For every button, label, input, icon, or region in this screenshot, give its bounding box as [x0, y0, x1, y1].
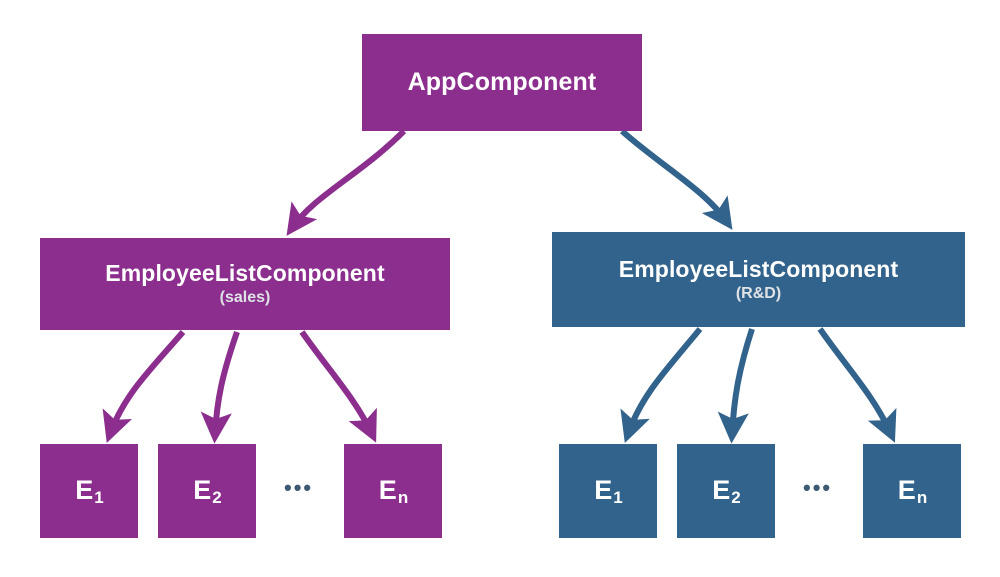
employee-subscript: n [916, 488, 928, 508]
employee-subscript: 1 [613, 488, 623, 508]
node-app-component-label: AppComponent [407, 67, 597, 96]
employee-base: E [712, 475, 731, 506]
employee-base: E [75, 475, 94, 506]
edge-app-to-rd [620, 128, 733, 230]
node-employee-rd-1[interactable]: E1 [559, 444, 657, 538]
employee-base: E [594, 475, 613, 506]
node-employee-sales-1-label: E1 [75, 475, 104, 508]
node-employee-list-rd-sublabel: (R&D) [735, 284, 782, 302]
node-employee-rd-n-label: En [897, 475, 928, 508]
node-employee-list-rd[interactable]: EmployeeListComponent (R&D) [552, 232, 965, 327]
node-employee-rd-n[interactable]: En [863, 444, 961, 538]
edge-rd-to-e2 [717, 328, 755, 444]
node-app-component[interactable]: AppComponent [362, 34, 642, 131]
edge-sales-to-e2 [200, 331, 240, 444]
employee-base: E [193, 475, 212, 506]
node-employee-list-sales-label: EmployeeListComponent [105, 260, 385, 287]
employee-subscript: 2 [731, 488, 741, 508]
node-employee-rd-2[interactable]: E2 [677, 444, 775, 538]
employee-base: E [378, 475, 397, 506]
node-employee-list-rd-label: EmployeeListComponent [618, 255, 899, 282]
employee-base: E [897, 475, 916, 506]
edge-rd-to-en [817, 327, 897, 443]
node-employee-sales-2[interactable]: E2 [158, 444, 256, 538]
employee-subscript: 2 [212, 488, 222, 508]
edge-sales-to-en [299, 330, 377, 443]
employee-subscript: n [397, 488, 409, 508]
ellipsis-rd: ••• [803, 475, 833, 500]
node-employee-rd-2-label: E2 [712, 475, 741, 508]
node-employee-sales-n-label: En [378, 475, 409, 508]
node-employee-sales-1[interactable]: E1 [40, 444, 138, 538]
employee-subscript: 1 [94, 488, 104, 508]
node-employee-list-sales-sublabel: (sales) [219, 289, 271, 307]
edge-rd-to-e1 [620, 327, 703, 444]
node-employee-list-sales[interactable]: EmployeeListComponent (sales) [40, 238, 450, 330]
edge-sales-to-e1 [102, 330, 186, 444]
edge-app-to-sales [286, 128, 407, 236]
node-employee-sales-2-label: E2 [193, 475, 222, 508]
ellipsis-sales: ••• [284, 475, 314, 500]
node-employee-rd-1-label: E1 [594, 475, 623, 508]
node-employee-sales-n[interactable]: En [344, 444, 442, 538]
